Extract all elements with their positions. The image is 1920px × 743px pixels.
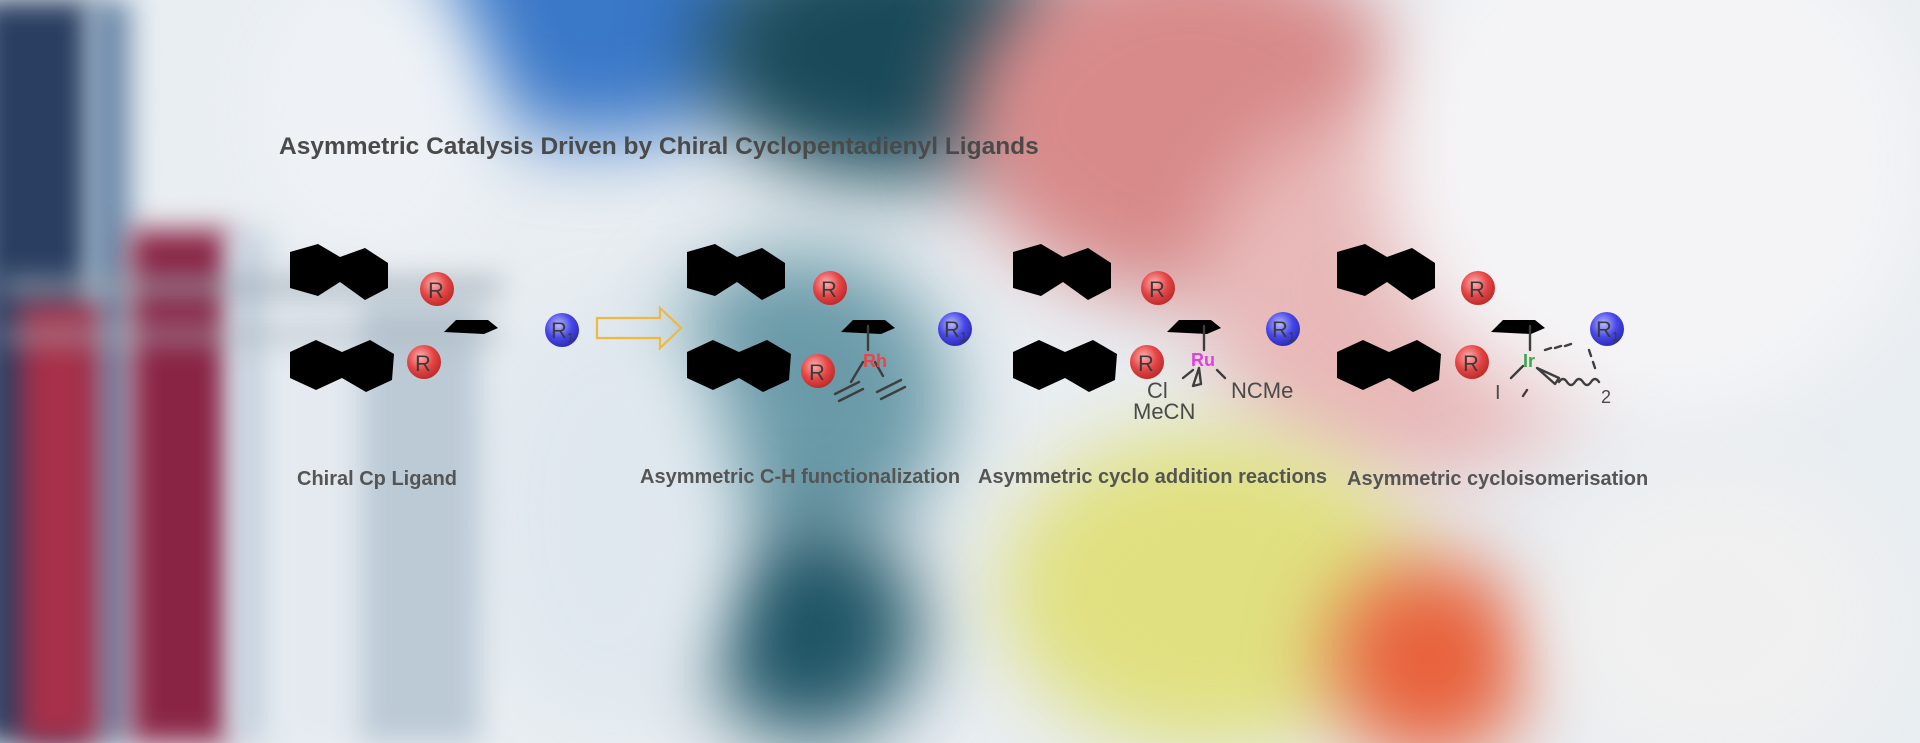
rh-metal-label: Rh	[863, 351, 887, 371]
ru-complex-structure: R R R1 Ru Cl MeCN NCMe	[1013, 244, 1300, 424]
mecn-ligand-label: MeCN	[1133, 399, 1195, 424]
ru-metal-label: Ru	[1191, 350, 1215, 370]
rh-complex-structure: R R R1 Rh	[687, 244, 972, 403]
r-sphere-top-icon	[1461, 271, 1495, 305]
dimer-count-label: 2	[1601, 387, 1611, 407]
r-label-bottom: R	[1138, 351, 1154, 376]
r-label-bottom: R	[415, 351, 431, 376]
page-title: Asymmetric Catalysis Driven by Chiral Cy…	[279, 133, 1039, 160]
ir-complex-structure: R R R1 Ir I 2	[1337, 244, 1624, 407]
r-sphere-top-icon	[813, 271, 847, 305]
r1-sphere-icon	[1266, 312, 1300, 346]
r1-label: R1	[944, 317, 967, 344]
r1-label: R1	[1272, 317, 1295, 344]
r-label-top: R	[1149, 277, 1165, 302]
chiral-cp-ligand-structure: R R R1	[290, 244, 579, 392]
cl-ligand-label: Cl	[1147, 378, 1168, 403]
r-sphere-bottom-icon	[1130, 345, 1164, 379]
r-label-bottom: R	[809, 360, 825, 385]
r1-sphere-icon	[1590, 312, 1624, 346]
r1-sphere-icon	[938, 312, 972, 346]
r1-sphere-icon	[545, 313, 579, 347]
r1-label: R1	[1596, 317, 1619, 344]
caption-ligand: Chiral Cp Ligand	[297, 468, 457, 490]
r-sphere-bottom-icon	[407, 345, 441, 379]
r-sphere-top-icon	[1141, 271, 1175, 305]
ncme-ligand-label: NCMe	[1231, 378, 1293, 403]
ir-metal-label: Ir	[1523, 351, 1535, 371]
caption-ir: Asymmetric cycloisomerisation	[1347, 468, 1649, 490]
r-label-top: R	[428, 278, 444, 303]
r1-label: R1	[551, 318, 574, 345]
r-label-bottom: R	[1463, 351, 1479, 376]
r-label-top: R	[821, 277, 837, 302]
r-sphere-bottom-icon	[801, 354, 835, 388]
caption-ru: Asymmetric cyclo addition reactions	[978, 466, 1328, 488]
r-sphere-bottom-icon	[1455, 345, 1489, 379]
r-label-top: R	[1469, 277, 1485, 302]
caption-rh: Asymmetric C-H functionalization	[640, 466, 961, 488]
reaction-arrow-icon	[595, 305, 683, 351]
iodide-ligand-label: I	[1495, 382, 1501, 404]
r-sphere-top-icon	[420, 272, 454, 306]
